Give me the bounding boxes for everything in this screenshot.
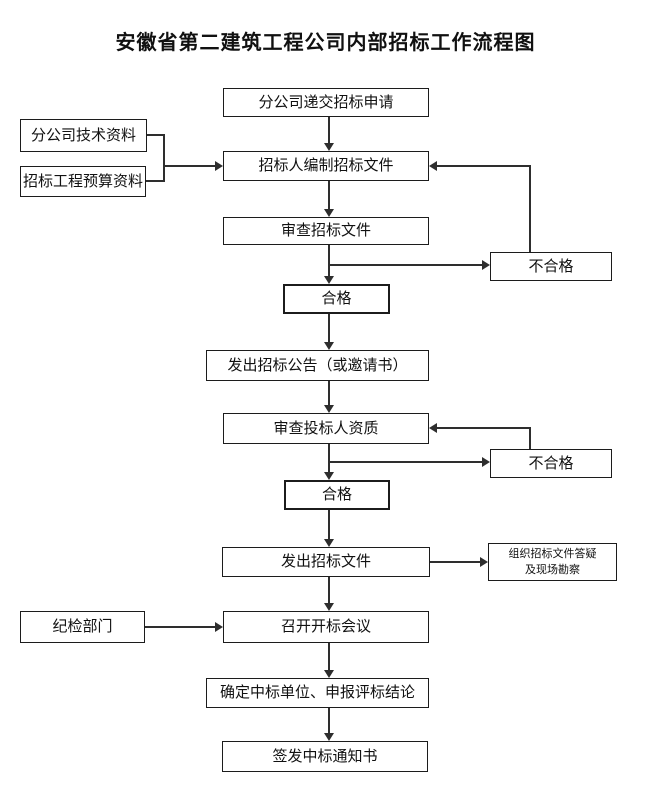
edge-issuedocs-to-meeting-line [328, 577, 330, 603]
edge-side-data-to-compile-arrow-icon [215, 161, 223, 171]
edge-application-to-compile-line [328, 117, 330, 144]
edge-unqualified1-return-arrow-icon [429, 161, 437, 171]
edge-branch-to-unqualified1-arrow-icon [482, 260, 490, 270]
node-issue-documents: 发出招标文件 [222, 547, 430, 577]
edge-qualified1-to-announcement-arrow-icon [324, 342, 334, 350]
edge-compile-to-review-line [328, 181, 330, 209]
edge-application-to-compile-arrow-icon [324, 143, 334, 151]
edge-announcement-to-bidders-arrow-icon [324, 405, 334, 413]
edge-technical-data-stub-line [147, 134, 164, 136]
edge-unqualified1-return-hline [437, 165, 531, 167]
edge-budget-data-stub-line [146, 180, 164, 182]
edge-qualified1-to-announcement-line [328, 314, 330, 342]
edge-branch-to-unqualified2-arrow-icon [482, 457, 490, 467]
edge-compile-to-review-arrow-icon [324, 209, 334, 217]
edge-meeting-to-determine-line [328, 643, 330, 670]
edge-issuedocs-to-qa-line [430, 561, 480, 563]
edge-qualified2-to-issuedocs-arrow-icon [324, 539, 334, 547]
edge-unqualified2-return-vline [529, 428, 531, 449]
node-qualified-2: 合格 [284, 480, 390, 510]
node-discipline-dept: 纪检部门 [20, 611, 145, 643]
node-bid-opening-meeting: 召开开标会议 [223, 611, 429, 643]
node-compile-documents: 招标人编制招标文件 [223, 151, 429, 181]
node-qualified-1: 合格 [283, 284, 390, 314]
edge-bidders-to-qualified2-arrow-icon [324, 472, 334, 480]
edge-meeting-to-determine-arrow-icon [324, 670, 334, 678]
node-qa-site-survey: 组织招标文件答疑 及现场勘察 [488, 543, 617, 581]
edge-unqualified1-return-vline [529, 166, 531, 252]
edge-branch-to-unqualified2-line [328, 461, 482, 463]
node-unqualified-1: 不合格 [490, 252, 612, 281]
edge-determine-to-notice-line [328, 708, 330, 733]
edge-side-data-to-compile-line [163, 165, 215, 167]
node-announcement: 发出招标公告（或邀请书） [206, 350, 429, 381]
node-issue-award-notice: 签发中标通知书 [222, 741, 428, 772]
edge-issuedocs-to-meeting-arrow-icon [324, 603, 334, 611]
edge-qualified2-to-issuedocs-line [328, 510, 330, 539]
node-submit-application: 分公司递交招标申请 [223, 88, 429, 117]
edge-determine-to-notice-arrow-icon [324, 733, 334, 741]
node-budget-data: 招标工程预算资料 [20, 166, 146, 197]
edge-review-to-qualified1-line [328, 245, 330, 276]
edge-review-to-qualified1-arrow-icon [324, 276, 334, 284]
edge-discipline-to-meeting-line [145, 626, 215, 628]
page-title: 安徽省第二建筑工程公司内部招标工作流程图 [115, 32, 536, 54]
node-review-bidders: 审查投标人资质 [223, 413, 429, 444]
edge-branch-to-unqualified1-line [328, 264, 482, 266]
edge-issuedocs-to-qa-arrow-icon [480, 557, 488, 567]
edge-unqualified2-return-arrow-icon [429, 423, 437, 433]
node-determine-winner: 确定中标单位、申报评标结论 [206, 678, 429, 708]
node-review-documents: 审查招标文件 [223, 217, 429, 245]
node-unqualified-2: 不合格 [490, 449, 612, 478]
edge-announcement-to-bidders-line [328, 381, 330, 405]
edge-discipline-to-meeting-arrow-icon [215, 622, 223, 632]
edge-side-data-bracket-line [163, 134, 165, 182]
edge-bidders-to-qualified2-line [328, 444, 330, 472]
edge-unqualified2-return-hline [437, 427, 531, 429]
node-technical-data: 分公司技术资料 [20, 119, 147, 152]
